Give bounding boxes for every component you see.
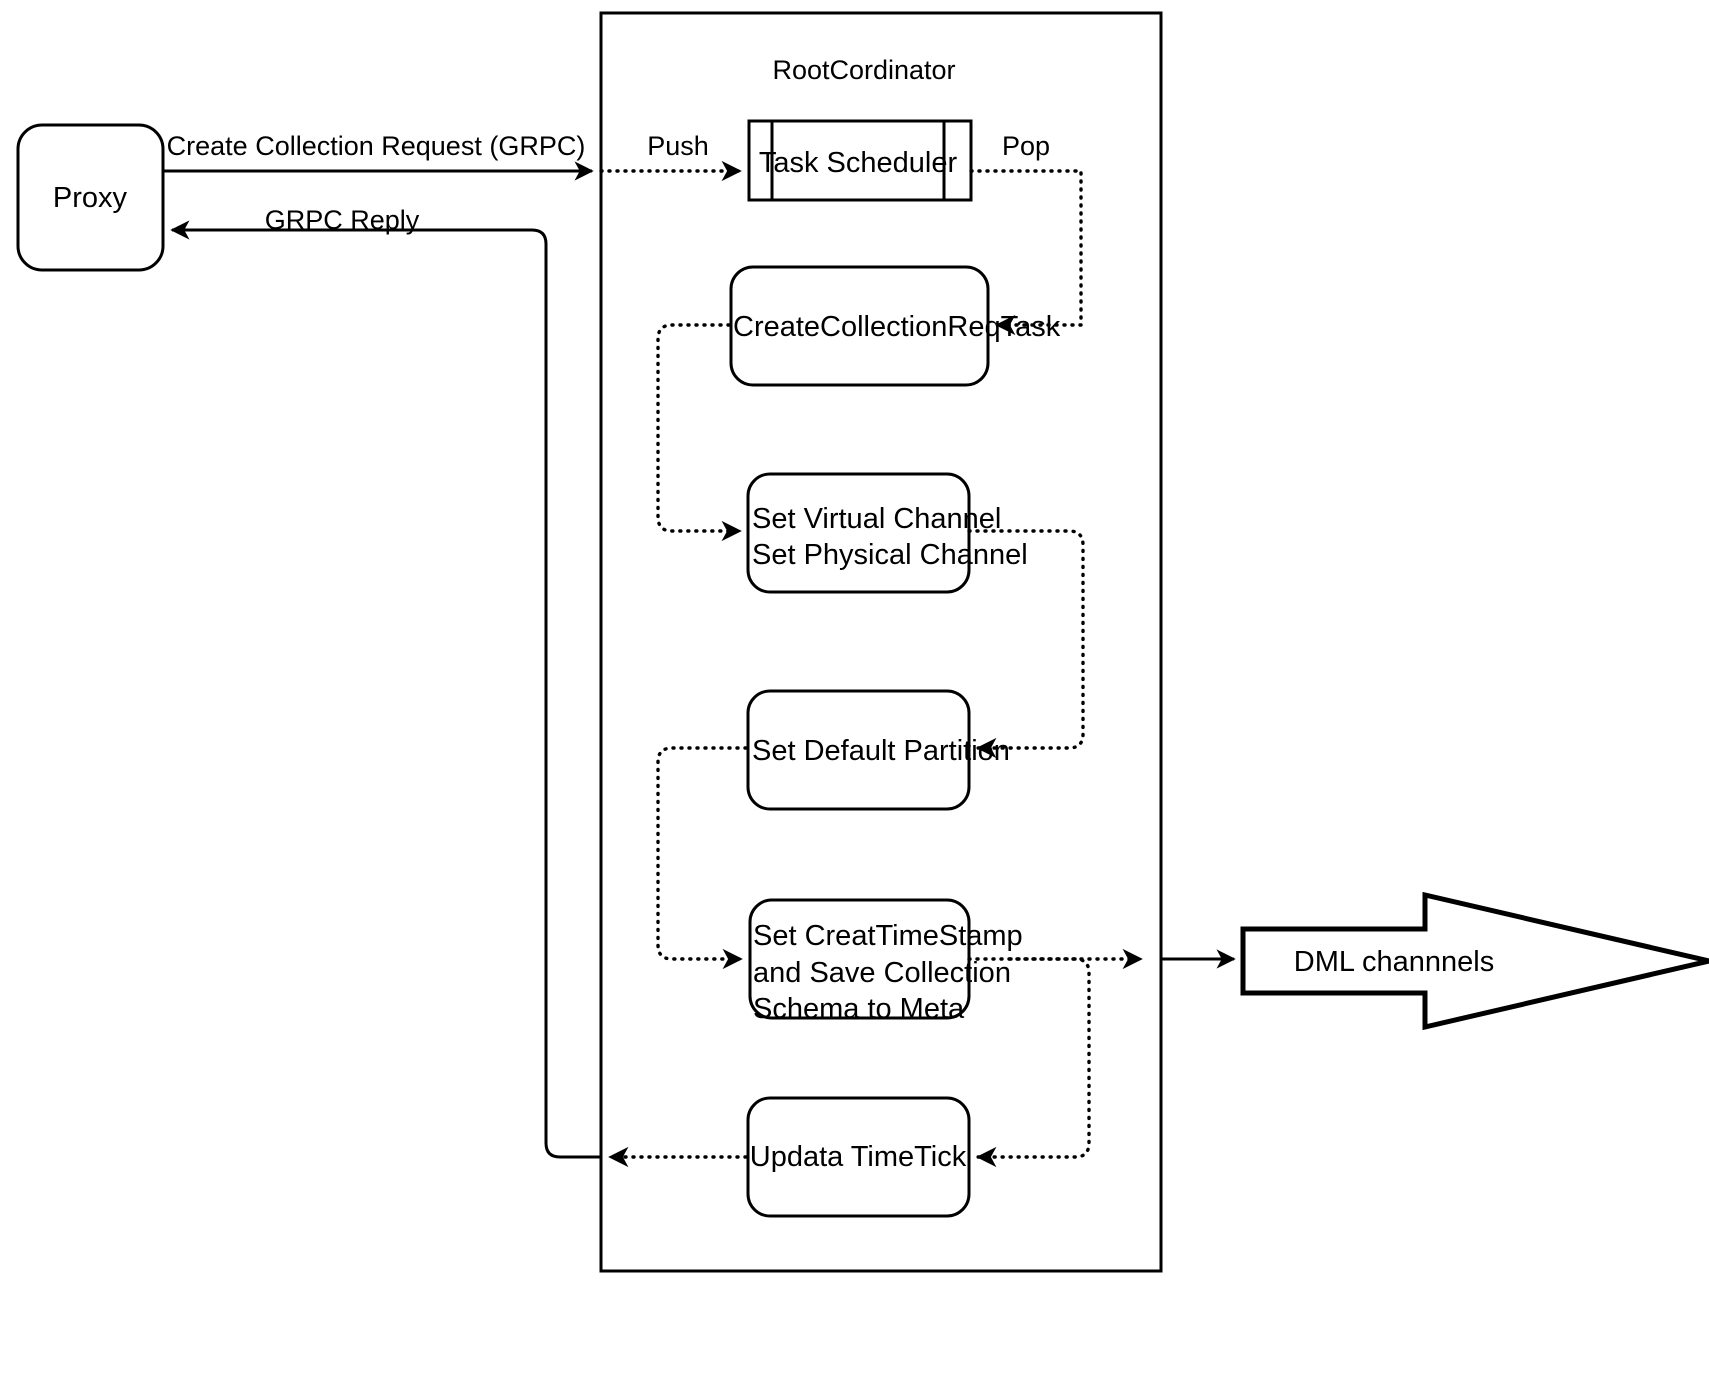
edge-set-channels-to-default-partition <box>967 529 1085 759</box>
edge-task-to-set-channels <box>656 323 742 542</box>
edge-createtimestamp-to-timetick <box>976 957 1091 1168</box>
update-timetick-label: Updata TimeTick <box>750 1141 967 1173</box>
rootcoordinator-label: RootCordinator <box>772 55 955 85</box>
edge-pop <box>969 169 1083 336</box>
set-default-partition-node[interactable] <box>746 689 971 811</box>
create-collection-req-task-label: CreateCollectionReqTask <box>733 311 1061 343</box>
task-scheduler-label: Task Scheduler <box>759 147 958 179</box>
create-collection-request-label: Create Collection Request (GRPC) <box>167 131 586 161</box>
proxy-label: Proxy <box>53 182 128 214</box>
set-default-partition-label: Set Default Partition <box>752 735 1010 767</box>
set-createtimestamp-label-line1: Set CreatTimeStamp <box>753 920 1023 952</box>
edge-default-partition-to-createtimestamp <box>656 746 748 970</box>
pop-label: Pop <box>1002 131 1050 161</box>
push-label: Push <box>647 131 709 161</box>
dml-channels-label: DML channnels <box>1294 946 1494 978</box>
set-channels-label-line2: Set Physical Channel <box>752 539 1028 571</box>
set-channels-node[interactable] <box>746 472 971 594</box>
edge-grpc-reply <box>170 220 601 1159</box>
rootcoordinator-container <box>599 11 1163 1273</box>
grpc-reply-label: GRPC Reply <box>265 205 420 235</box>
create-collection-req-task-node[interactable] <box>729 265 990 387</box>
update-timetick-node[interactable] <box>746 1096 971 1218</box>
proxy-node[interactable] <box>16 123 165 272</box>
set-channels-label-line1: Set Virtual Channel <box>752 503 1001 535</box>
set-createtimestamp-label-line3: Schema to Meta <box>753 993 965 1025</box>
task-scheduler-node[interactable] <box>747 119 973 202</box>
set-createtimestamp-label-line2: and Save Collection <box>753 957 1011 989</box>
dml-channels-block-arrow[interactable] <box>1240 891 1709 1031</box>
